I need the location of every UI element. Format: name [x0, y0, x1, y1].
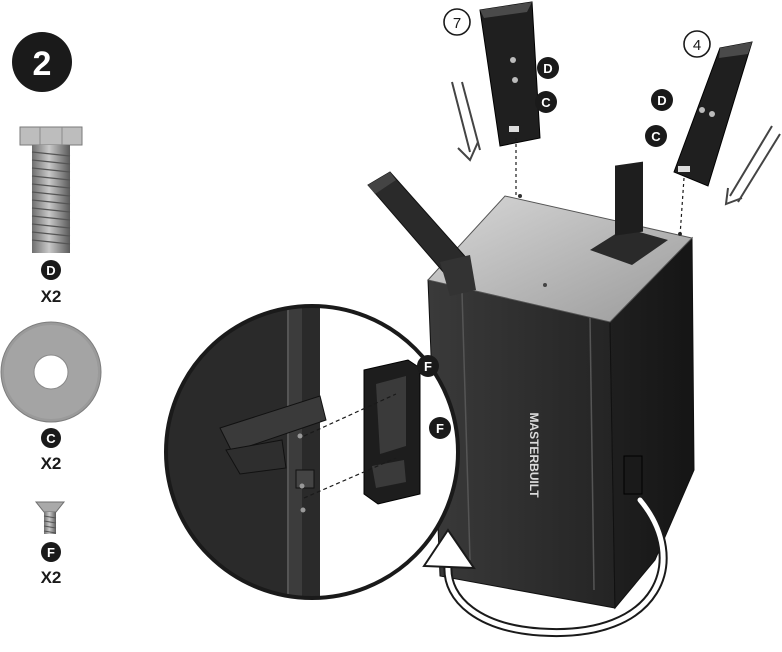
leg-7-d-letter: D — [543, 61, 552, 76]
leg-4-c-letter: C — [651, 129, 661, 144]
leg-4-guide-line — [680, 178, 684, 236]
part-qty-f: X2 — [41, 568, 62, 587]
handle-bracket — [364, 360, 420, 504]
detail-f-letter-top: F — [424, 359, 432, 374]
leg-attached-left — [368, 172, 476, 296]
part-letter-c: C — [46, 431, 56, 446]
part-letter-d: D — [46, 263, 55, 278]
leg-7-number: 7 — [453, 15, 461, 32]
detail-f-letter-bottom: F — [436, 421, 444, 436]
hex-bolt-icon — [20, 127, 82, 253]
leg-4-number: 4 — [693, 37, 701, 54]
leg-4 — [674, 42, 752, 186]
leg-4-d-callout: D — [651, 89, 673, 111]
part-label-f: F X2 — [41, 542, 62, 587]
part-label-d: D X2 — [41, 260, 62, 306]
leg-4-d-letter: D — [657, 93, 666, 108]
leg-7 — [480, 2, 540, 146]
countersunk-screw-icon — [36, 502, 64, 534]
smoker-cabinet: MASTERBUILT — [428, 162, 694, 608]
step-number: 2 — [33, 45, 52, 83]
leg-4-arrow-icon — [726, 126, 780, 204]
leg-4-callout: 4 — [684, 31, 710, 57]
detail-f-callout-bottom: F — [429, 417, 451, 439]
brand-logo: MASTERBUILT — [527, 412, 541, 498]
detail-f-callout-top: F — [417, 355, 439, 377]
part-qty-c: X2 — [41, 454, 62, 473]
leg-7-d-callout: D — [537, 57, 559, 79]
part-letter-f: F — [47, 545, 55, 560]
leg-7-callout: 7 — [444, 9, 470, 35]
leg-7-c-callout: C — [535, 91, 557, 113]
leg-7-c-letter: C — [541, 95, 551, 110]
part-label-c: C X2 — [41, 428, 62, 473]
leg-7-arrow-icon — [452, 82, 480, 160]
leg-4-c-callout: C — [645, 125, 667, 147]
part-qty-d: X2 — [41, 287, 62, 306]
flat-washer-icon — [1, 322, 101, 422]
step-badge: 2 — [12, 32, 72, 92]
